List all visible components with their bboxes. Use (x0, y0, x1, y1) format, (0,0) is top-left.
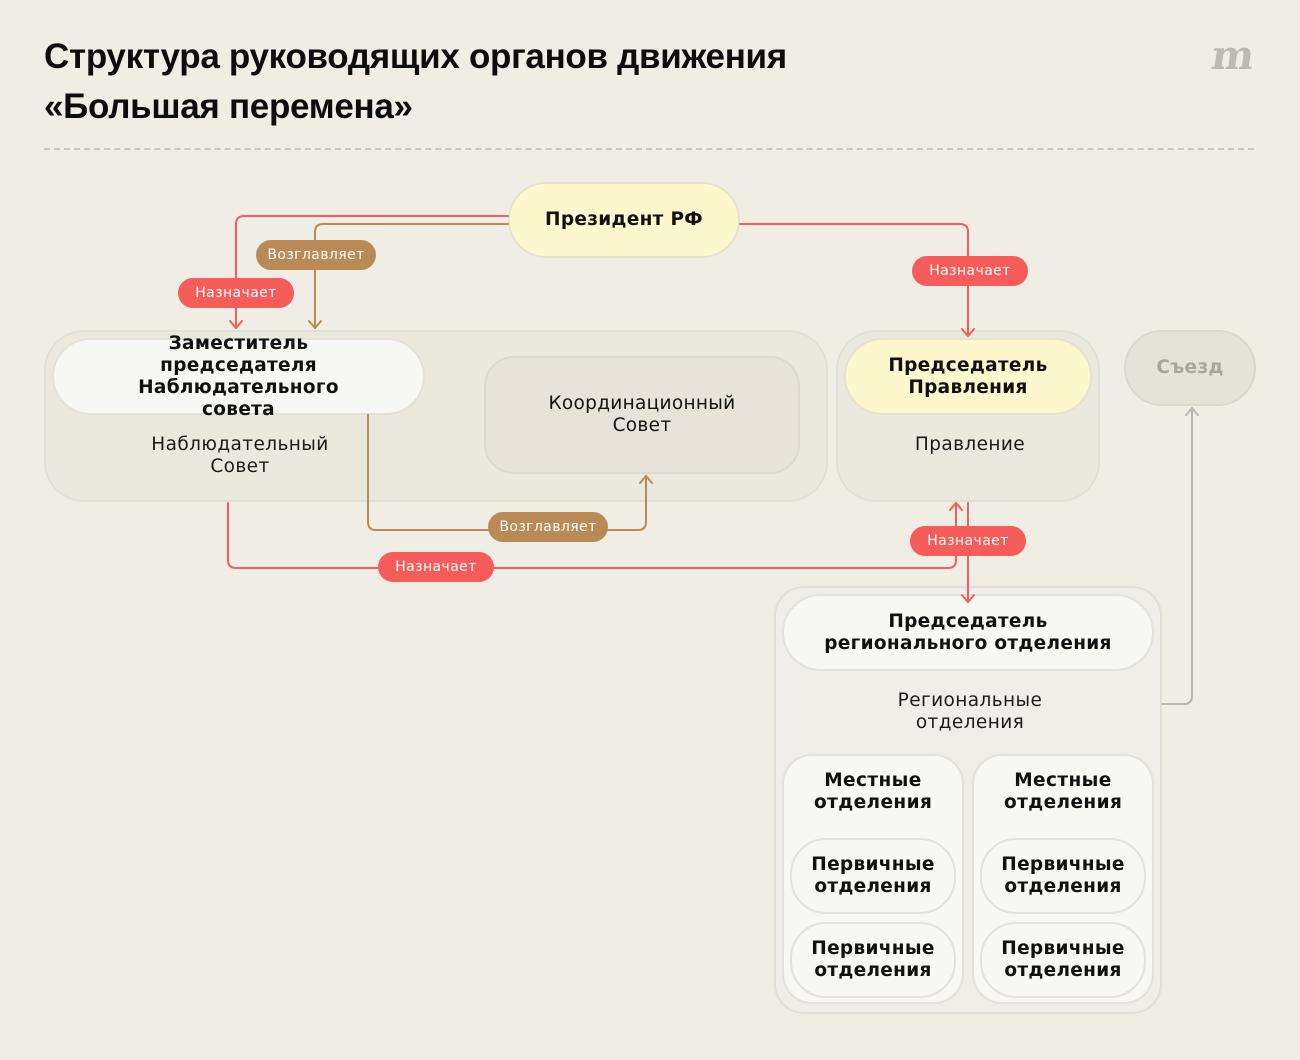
arrowhead-down-icon (229, 320, 243, 329)
edge-label-appoints: Назначает (912, 256, 1028, 286)
node-chair-board[interactable]: Председатель Правления (844, 338, 1092, 415)
board-label: Правление (914, 434, 1026, 455)
supervisory-board-label: Наблюдательный Совет (151, 434, 329, 477)
edge-label-appoints: Назначает (910, 526, 1026, 556)
edge-regional-congress (1161, 407, 1193, 705)
local-branches-label: Местные отделения (1004, 770, 1123, 813)
arrowhead-up-icon (1185, 407, 1199, 416)
node-primary-branches[interactable]: Первичные отделения (980, 922, 1146, 998)
title-line-2: «Большая перемена» (44, 87, 413, 126)
local-branches-label: Местные отделения (814, 770, 933, 813)
node-chair-regional[interactable]: Председатель регионального отделения (782, 594, 1154, 671)
node-primary-branches[interactable]: Первичные отделения (790, 922, 956, 998)
arrowhead-up-icon (949, 502, 963, 511)
node-primary-branches[interactable]: Первичные отделения (790, 838, 956, 914)
title-divider (44, 148, 1254, 150)
node-president[interactable]: Президент РФ (508, 182, 740, 258)
edge-label-heads: Возглавляет (488, 512, 608, 542)
edge-label-heads: Возглавляет (256, 240, 376, 270)
edge-label-appoints: Назначает (178, 278, 294, 308)
node-deputy-chair-supervisory[interactable]: Заместитель председателя Наблюдательного… (52, 333, 425, 420)
node-primary-branches[interactable]: Первичные отделения (980, 838, 1146, 914)
title-line-1: Структура руководящих органов движения (44, 37, 787, 76)
edge-president-deputy (235, 215, 509, 329)
meduza-logo-icon: m (1208, 32, 1258, 79)
regional-branches-label: Региональные отделения (897, 690, 1043, 733)
node-congress[interactable]: Съезд (1124, 330, 1256, 406)
page-title: Структура руководящих органов движения «… (44, 32, 1044, 132)
node-coordination-council[interactable]: Координационный Совет (484, 356, 800, 474)
edge-label-appoints: Назначает (378, 552, 494, 582)
arrowhead-down-icon (308, 320, 322, 329)
